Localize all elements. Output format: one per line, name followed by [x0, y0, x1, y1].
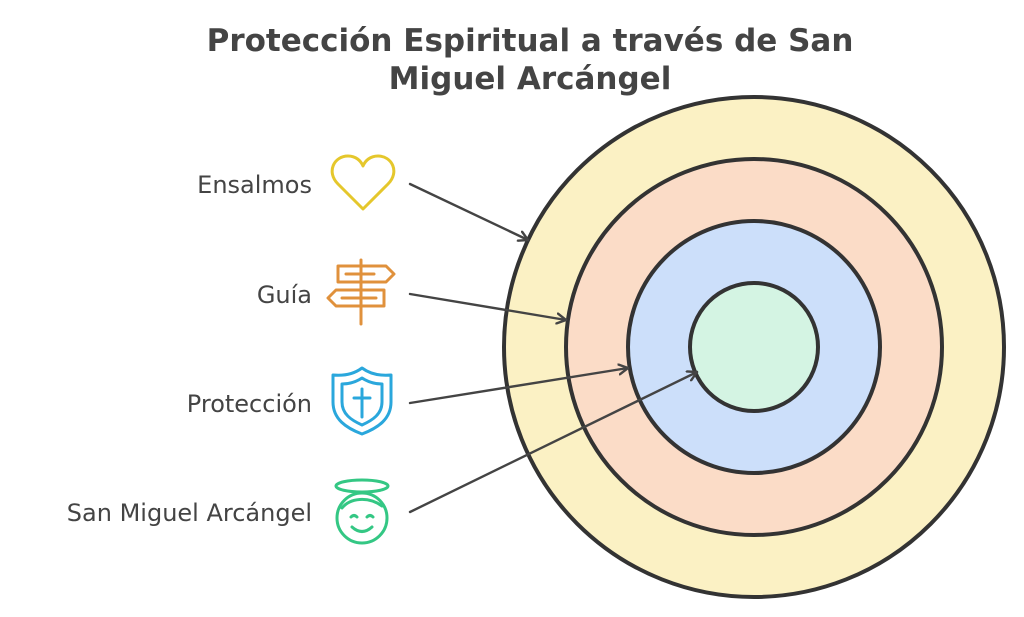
shield-cross-icon — [331, 366, 393, 436]
heart-icon — [330, 154, 396, 211]
angel-face-icon — [334, 478, 390, 545]
ring-san-miguel — [688, 281, 820, 413]
arrow-ensalmos — [408, 182, 530, 240]
rings — [502, 95, 1006, 599]
arrow-guia — [408, 292, 568, 320]
labels: Ensalmos Guía Protección San Miguel Arcá… — [67, 171, 312, 527]
label-san-miguel: San Miguel Arcángel — [67, 499, 312, 527]
arrow-proteccion — [408, 368, 630, 405]
signpost-icon — [326, 258, 396, 326]
arrows — [408, 182, 699, 514]
label-proteccion: Protección — [187, 390, 312, 418]
page-title: Protección Espiritual a través de San Mi… — [206, 23, 854, 97]
arrow-san-miguel — [408, 372, 699, 514]
label-ensalmos: Ensalmos — [197, 171, 312, 199]
label-guia: Guía — [257, 281, 312, 309]
